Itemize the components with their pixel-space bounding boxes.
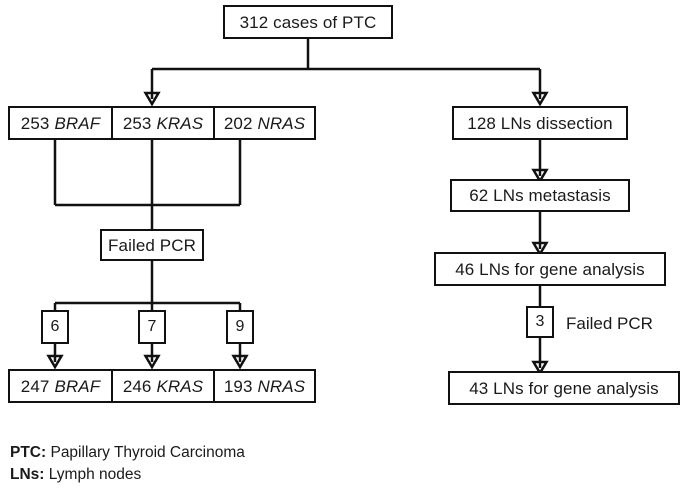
gene-row-bottom-kras-count: 246 bbox=[122, 376, 152, 396]
legend-abbr-ptc: PTC: bbox=[10, 444, 47, 461]
gene-row-top-kras-gene: KRAS bbox=[156, 113, 204, 133]
arrow-head-count-9 bbox=[231, 354, 249, 370]
failure-count-braf-value: 6 bbox=[50, 318, 60, 335]
gene-row-bottom-kras[interactable]: 246 KRAS bbox=[110, 369, 216, 403]
gene-row-top-braf-gene: BRAF bbox=[54, 113, 101, 133]
gene-row-top-braf-count: 253 bbox=[20, 113, 50, 133]
failure-count-kras[interactable]: 7 bbox=[138, 310, 166, 344]
lns-metastasis-box[interactable]: 62 LNs metastasis bbox=[450, 179, 630, 212]
gene-row-top-kras[interactable]: 253 KRAS bbox=[110, 106, 216, 140]
legend-abbr-lns: LNs: bbox=[10, 466, 45, 483]
lns-final-gene-analysis-box[interactable]: 43 LNs for gene analysis bbox=[448, 371, 680, 405]
left-failed-pcr-label: Failed PCR bbox=[108, 235, 196, 255]
gene-row-top-kras-count: 253 bbox=[122, 113, 152, 133]
gene-row-bottom-kras-gene: KRAS bbox=[156, 376, 204, 396]
legend-entry-lns: LNs: Lymph nodes bbox=[10, 464, 141, 486]
gene-row-top-nras[interactable]: 202 NRAS bbox=[213, 106, 316, 140]
legend-entry-ptc: PTC: Papillary Thyroid Carcinoma bbox=[10, 442, 245, 464]
arrow-head-right-branch bbox=[531, 91, 549, 107]
legend-expansion-ptc: Papillary Thyroid Carcinoma bbox=[46, 444, 245, 461]
right-failed-pcr-label-text: Failed PCR bbox=[566, 314, 653, 333]
failure-count-nras[interactable]: 9 bbox=[226, 310, 254, 344]
lns-gene-analysis-box[interactable]: 46 LNs for gene analysis bbox=[434, 252, 666, 286]
failure-count-kras-value: 7 bbox=[147, 318, 157, 335]
gene-row-bottom-nras-count: 193 bbox=[223, 376, 253, 396]
gene-row-bottom-nras-gene: NRAS bbox=[257, 376, 306, 396]
arrow-head-left-branch bbox=[143, 91, 161, 107]
gene-row-top-nras-gene: NRAS bbox=[257, 113, 306, 133]
right-failed-pcr-count-value: 3 bbox=[535, 313, 545, 330]
arrow-head-count-7 bbox=[143, 354, 161, 370]
lns-final-gene-analysis-label: 43 LNs for gene analysis bbox=[469, 378, 659, 398]
root-box-label: 312 cases of PTC bbox=[239, 12, 377, 32]
gene-row-top-braf[interactable]: 253 BRAF bbox=[8, 106, 113, 140]
right-failed-pcr-label: Failed PCR bbox=[566, 315, 653, 332]
gene-row-bottom-nras[interactable]: 193 NRAS bbox=[213, 369, 316, 403]
lns-dissection-label: 128 LNs dissection bbox=[467, 113, 613, 133]
gene-row-top-nras-count: 202 bbox=[223, 113, 253, 133]
arrow-head-count-6 bbox=[46, 354, 64, 370]
failure-count-nras-value: 9 bbox=[235, 318, 245, 335]
right-failed-pcr-count-box[interactable]: 3 bbox=[526, 306, 554, 338]
gene-row-bottom-braf[interactable]: 247 BRAF bbox=[8, 369, 113, 403]
left-failed-pcr-box[interactable]: Failed PCR bbox=[100, 229, 204, 261]
lns-dissection-box[interactable]: 128 LNs dissection bbox=[452, 106, 628, 140]
lns-gene-analysis-label: 46 LNs for gene analysis bbox=[455, 259, 645, 279]
root-box-ptc-cases[interactable]: 312 cases of PTC bbox=[223, 5, 393, 39]
lns-metastasis-label: 62 LNs metastasis bbox=[469, 186, 611, 205]
gene-row-bottom-braf-count: 247 bbox=[20, 376, 50, 396]
gene-row-bottom-braf-gene: BRAF bbox=[54, 376, 101, 396]
failure-count-braf[interactable]: 6 bbox=[41, 310, 69, 344]
legend-expansion-lns: Lymph nodes bbox=[44, 466, 142, 483]
